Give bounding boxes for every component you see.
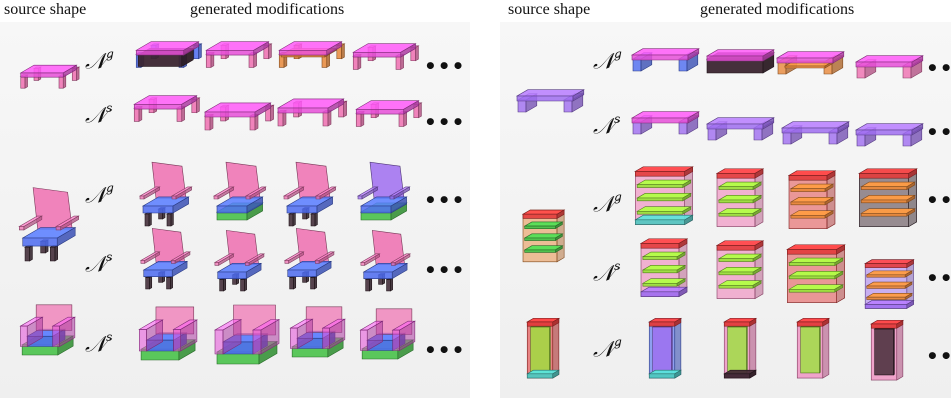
table-shape [278, 41, 346, 68]
net-label-g: 𝒩g [593, 47, 622, 75]
ellipsis: ••• [424, 188, 466, 212]
table-shape [133, 95, 201, 122]
left-source-header: source shape [4, 1, 87, 18]
chair-shape [18, 187, 80, 262]
bench-shape [705, 117, 775, 141]
chair-shape [138, 161, 193, 227]
shelf-shape [639, 238, 689, 298]
chair-shape [139, 228, 192, 290]
bench-shape [705, 49, 775, 74]
table-shape [203, 102, 275, 131]
armchair-shape [138, 306, 199, 361]
cabinet-shape [796, 317, 830, 379]
table-shape [355, 100, 423, 127]
chair-shape [212, 161, 267, 221]
net-label-s: 𝒩s [593, 259, 621, 287]
left-generated-header: generated modifications [190, 1, 345, 18]
bench-shape [780, 121, 850, 145]
ellipsis: ••• [926, 266, 951, 290]
table-shape [19, 64, 81, 89]
armchair-shape [359, 308, 416, 360]
bench-shape [854, 55, 924, 79]
net-label-g: 𝒩g [85, 181, 114, 209]
net-label-g: 𝒩g [593, 335, 622, 363]
right-generated-header: generated modifications [700, 1, 855, 18]
table-shape [276, 98, 348, 127]
ellipsis: ••• [424, 338, 466, 362]
shelf-shape [858, 168, 918, 228]
table-shape [205, 41, 273, 68]
shelf-shape [787, 170, 837, 230]
ellipsis: ••• [424, 110, 466, 134]
chair-shape [356, 161, 411, 221]
bench-shape [854, 123, 924, 147]
bench-shape [775, 51, 845, 75]
net-label-s: 𝒩s [85, 330, 113, 358]
net-label-g: 𝒩g [593, 190, 622, 218]
ellipsis: ••• [926, 56, 951, 80]
ellipsis: ••• [926, 188, 951, 212]
shelf-shape [634, 166, 694, 226]
ellipsis: ••• [926, 120, 951, 144]
bench-shape [515, 89, 585, 113]
table-shape [352, 43, 420, 70]
chair-shape [359, 230, 412, 292]
cabinet-shape [526, 317, 560, 379]
net-label-s: 𝒩s [85, 101, 113, 129]
bench-shape [630, 111, 700, 135]
armchair-shape [289, 306, 346, 358]
cabinet-shape [648, 317, 682, 379]
net-label-s: 𝒩s [85, 250, 113, 278]
shelf-shape [715, 240, 765, 300]
armchair-shape [19, 304, 76, 356]
shelf-shape [864, 259, 915, 309]
ellipsis: ••• [424, 258, 466, 282]
chair-shape [213, 230, 266, 292]
shelf-shape [715, 168, 765, 228]
shelf-shape [786, 244, 846, 304]
right-source-header: source shape [508, 1, 591, 18]
bench-shape [630, 48, 700, 72]
cabinet-shape [723, 317, 757, 379]
shelf-shape [521, 209, 566, 263]
cabinet-shape [870, 319, 904, 381]
ellipsis: ••• [424, 54, 466, 78]
ellipsis: ••• [926, 344, 951, 368]
table-shape [135, 41, 203, 68]
net-label-g: 𝒩g [85, 47, 114, 75]
net-label-s: 𝒩s [593, 112, 621, 140]
armchair-shape [213, 304, 281, 365]
chair-shape [282, 161, 337, 227]
chair-shape [283, 228, 336, 290]
